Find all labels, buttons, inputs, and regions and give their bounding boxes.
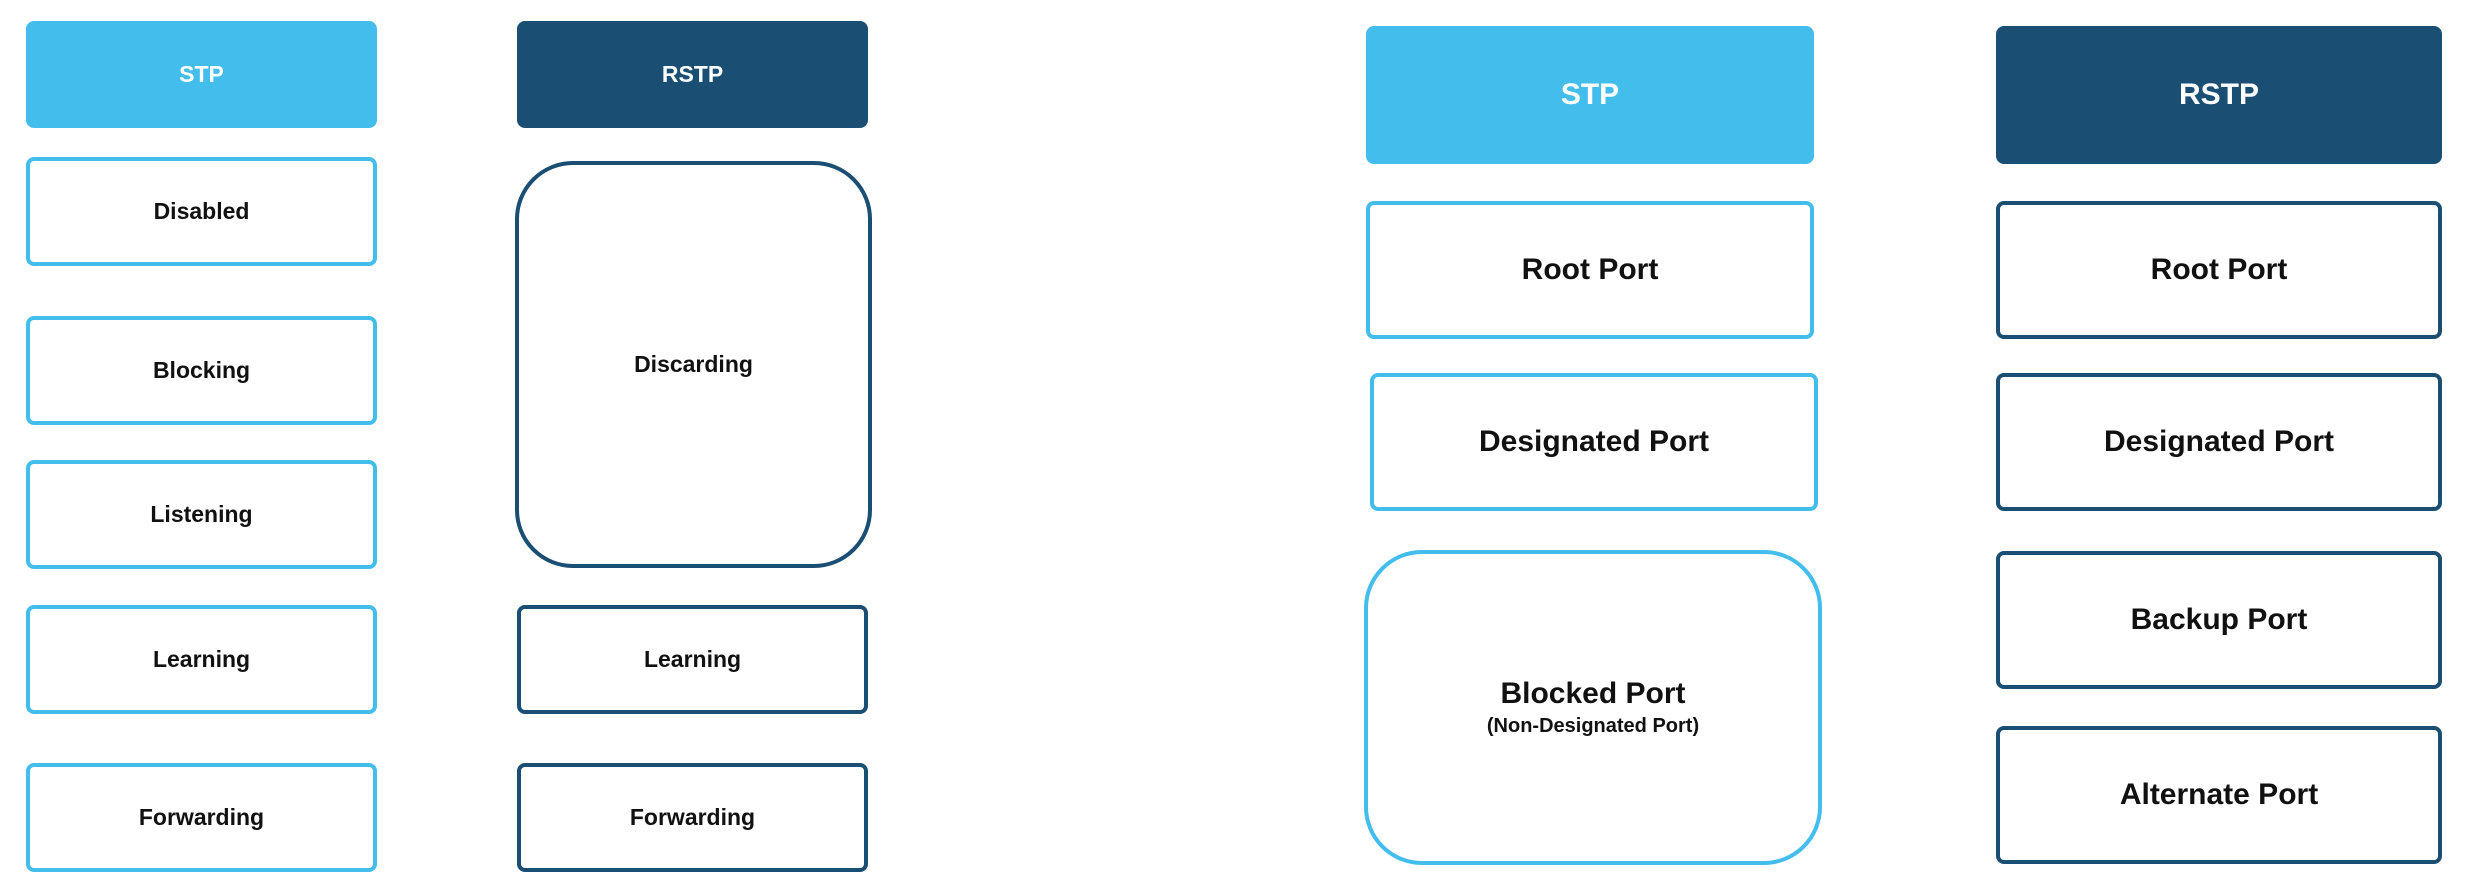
state-stp-learning-label: Learning — [152, 646, 251, 672]
role-rstp-backup-port: Backup Port — [1996, 551, 2442, 689]
state-stp-blocking-label: Blocking — [152, 357, 251, 383]
state-stp-disabled: Disabled — [26, 157, 377, 266]
state-stp-learning: Learning — [26, 605, 377, 714]
role-stp-root-port: Root Port — [1366, 201, 1814, 339]
state-stp-listening-label: Listening — [150, 501, 253, 527]
state-stp-listening: Listening — [26, 460, 377, 569]
state-stp-disabled-label: Disabled — [153, 198, 250, 224]
role-rstp-alternate-port-label: Alternate Port — [2119, 778, 2319, 811]
role-stp-blocked-port-label: Blocked Port — [1500, 677, 1686, 710]
state-rstp-forwarding-label: Forwarding — [629, 804, 756, 830]
state-stp-forwarding: Forwarding — [26, 763, 377, 872]
role-stp-root-port-label: Root Port — [1521, 253, 1659, 286]
state-rstp-discarding: Discarding — [515, 161, 872, 568]
states-rstp-header: RSTP — [517, 21, 868, 128]
state-stp-blocking: Blocking — [26, 316, 377, 425]
state-rstp-discarding-label: Discarding — [634, 351, 753, 377]
role-rstp-root-port-label: Root Port — [2150, 253, 2288, 286]
states-stp-header: STP — [26, 21, 377, 128]
role-stp-blocked-port-sublabel: (Non-Designated Port) — [1486, 715, 1700, 737]
state-rstp-forwarding: Forwarding — [517, 763, 868, 872]
roles-rstp-header-label: RSTP — [2178, 78, 2259, 111]
role-rstp-root-port: Root Port — [1996, 201, 2442, 339]
roles-stp-header-label: STP — [1560, 78, 1620, 111]
roles-rstp-header: RSTP — [1996, 26, 2442, 164]
roles-stp-header: STP — [1366, 26, 1814, 164]
role-stp-designated-port: Designated Port — [1370, 373, 1818, 511]
role-rstp-backup-port-label: Backup Port — [2130, 603, 2308, 636]
state-rstp-learning-label: Learning — [643, 646, 742, 672]
states-stp-header-label: STP — [179, 61, 224, 87]
role-rstp-alternate-port: Alternate Port — [1996, 726, 2442, 864]
role-rstp-designated-port-label: Designated Port — [2103, 425, 2335, 458]
role-stp-designated-port-label: Designated Port — [1478, 425, 1710, 458]
states-rstp-header-label: RSTP — [661, 61, 724, 87]
state-rstp-learning: Learning — [517, 605, 868, 714]
role-stp-blocked-port: Blocked Port (Non-Designated Port) — [1364, 550, 1822, 865]
state-stp-forwarding-label: Forwarding — [138, 804, 265, 830]
role-rstp-designated-port: Designated Port — [1996, 373, 2442, 511]
